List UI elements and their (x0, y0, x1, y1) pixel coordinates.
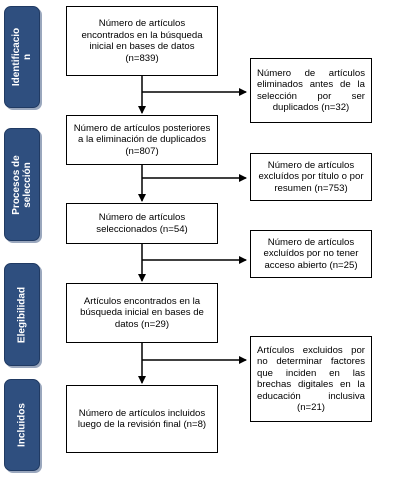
box-incluidos-final-text: Número de artículos incluidos luego de l… (77, 407, 207, 431)
stage-incluidos: Incluidos (4, 379, 40, 471)
box-excluidos-factores-text: Artículos excluidos por no determinar fa… (257, 344, 365, 414)
box-busqueda-inicial-text: Número de artículos encontrados en la bú… (81, 18, 203, 64)
stage-seleccion-label-2: selección (22, 161, 33, 208)
box-excluidos-titulo: Número de artículos excluídos por título… (250, 153, 372, 201)
box-excluidos-duplicados: Número de artículos eliminados antes de … (250, 58, 372, 123)
stage-seleccion-label-1: Procesos de (11, 154, 22, 215)
box-seleccionados: Número de artículos seleccionados (n=54) (66, 203, 218, 244)
stage-elegibilidad: Elegibilidad (4, 263, 40, 366)
box-excluidos-acceso: Número de artículos excluídos por no ten… (250, 230, 372, 278)
box-posteriores-duplicados: Número de artículos posteriores a la eli… (66, 115, 218, 165)
box-excluidos-factores: Artículos excluidos por no determinar fa… (250, 336, 372, 422)
stage-identificacion: Identificacio n (4, 6, 40, 108)
stage-identificacion-label-2: n (22, 53, 33, 61)
box-busqueda-inicial: Número de artículos encontrados en la bú… (66, 6, 218, 76)
box-excluidos-acceso-text: Número de artículos excluídos por no ten… (263, 236, 359, 271)
stage-incluidos-label: Incluidos (16, 403, 28, 447)
box-encontrados: Artículos encontrados en la búsqueda ini… (66, 283, 218, 343)
box-seleccionados-text: Número de artículos seleccionados (n=54) (96, 212, 188, 235)
box-excluidos-titulo-text: Número de artículos excluídos por título… (258, 159, 364, 194)
stage-elegibilidad-label: Elegibilidad (16, 286, 28, 343)
box-incluidos-final: Número de artículos incluidos luego de l… (66, 385, 218, 453)
box-encontrados-text: Artículos encontrados en la búsqueda ini… (80, 295, 204, 330)
stage-identificacion-label-1: Identificacio (11, 27, 22, 87)
stage-seleccion: Procesos de selección (4, 128, 40, 241)
box-posteriores-duplicados-text: Número de artículos posteriores a la eli… (73, 122, 211, 157)
box-excluidos-duplicados-text: Número de artículos eliminados antes de … (257, 67, 365, 114)
